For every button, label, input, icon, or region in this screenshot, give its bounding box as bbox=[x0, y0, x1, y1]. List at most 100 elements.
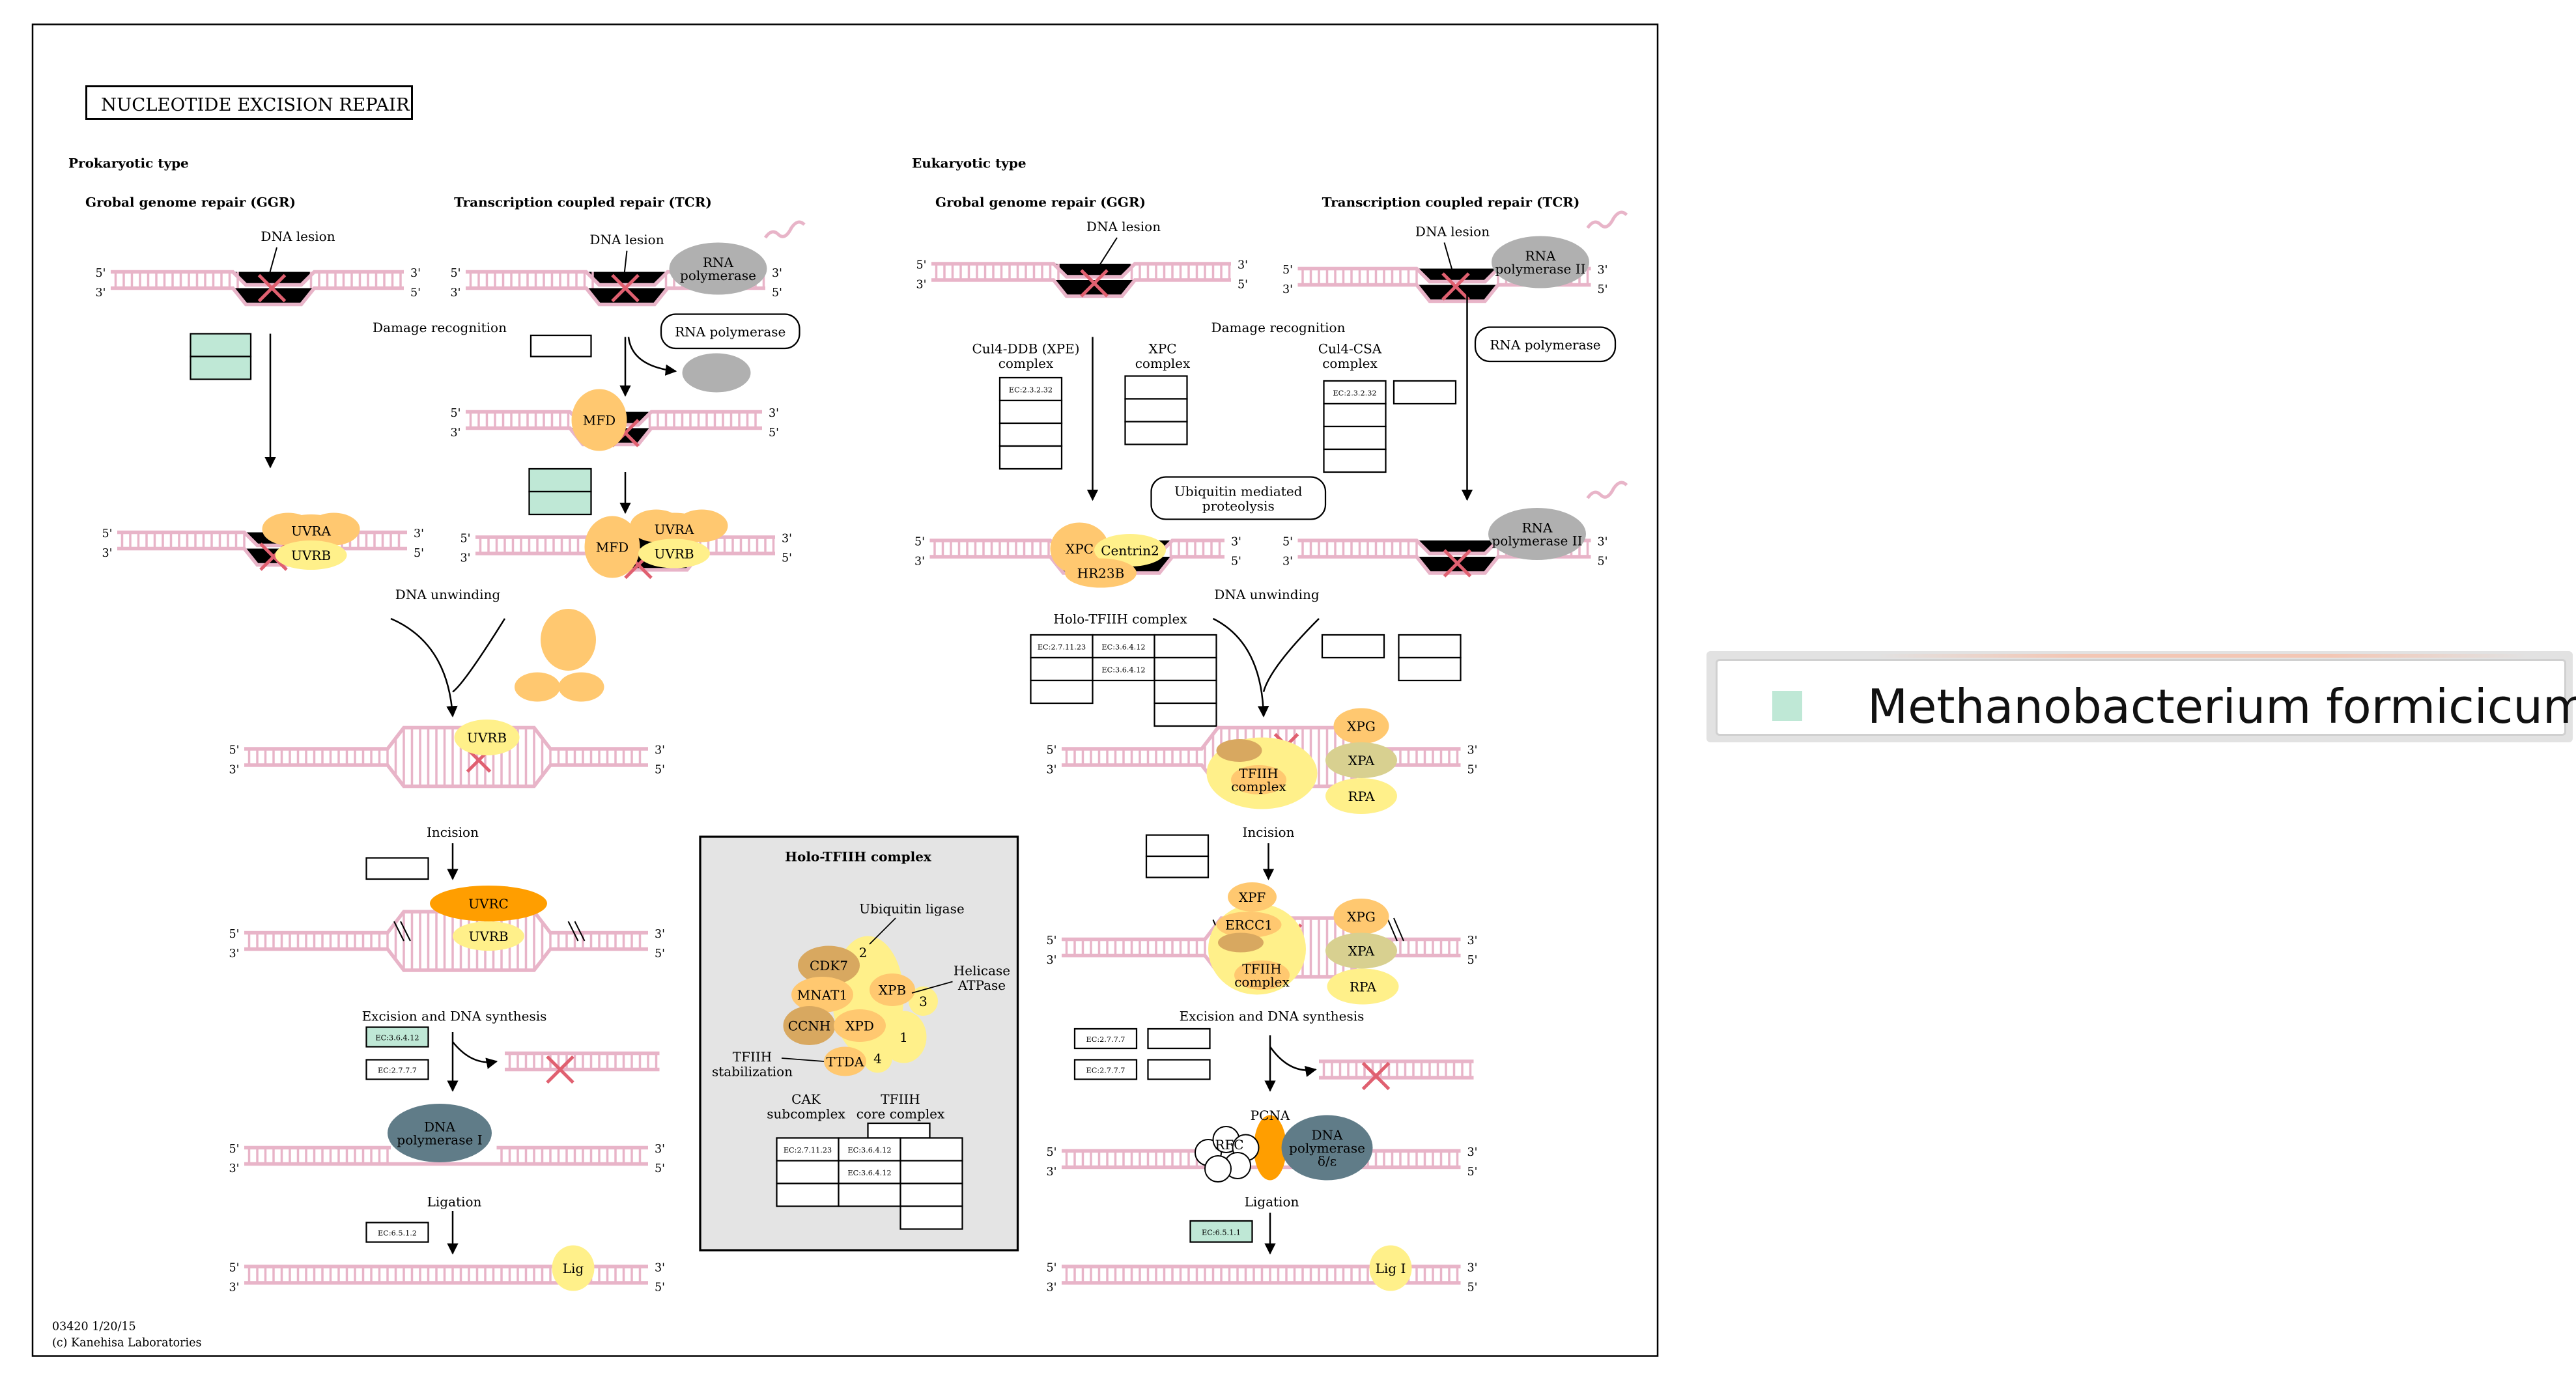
gene-box-rpa[interactable] bbox=[1398, 656, 1462, 682]
protein-pcna-ring[interactable] bbox=[1254, 1115, 1286, 1181]
protein-tfiih-inner-2[interactable] bbox=[1234, 960, 1290, 990]
gene-box-ddb[interactable] bbox=[998, 445, 1063, 470]
gene-box-inset[interactable] bbox=[899, 1205, 963, 1230]
dna-lesion-label-euk-tcr: DNA lesion bbox=[1415, 224, 1490, 240]
protein-rna-polymerase-released[interactable] bbox=[682, 353, 751, 393]
gene-box-xpa[interactable] bbox=[1321, 634, 1385, 659]
gene-box-inset[interactable] bbox=[899, 1160, 963, 1184]
protein-xpa-2[interactable] bbox=[1325, 932, 1397, 969]
gene-box-ec-6512[interactable] bbox=[365, 1222, 429, 1243]
gene-box-ec-2777-b[interactable] bbox=[1073, 1059, 1138, 1080]
protein-centrin2[interactable] bbox=[1094, 534, 1166, 567]
protein-released-a[interactable] bbox=[515, 672, 560, 702]
gene-box-inset[interactable] bbox=[838, 1137, 901, 1162]
protein-uvrc[interactable] bbox=[430, 886, 547, 921]
gene-box-ddb[interactable] bbox=[998, 422, 1063, 447]
gene-box-tfiih[interactable] bbox=[1030, 656, 1094, 682]
protein-uvrb-tcr[interactable] bbox=[638, 539, 710, 568]
protein-rna-polymerase-ii[interactable] bbox=[1492, 236, 1589, 288]
gene-box-csa[interactable] bbox=[1323, 425, 1387, 451]
protein-uvrb-tcr-label: UVRB bbox=[654, 546, 694, 562]
gene-box-ec-6511[interactable] bbox=[1189, 1220, 1253, 1243]
protein-xpg-2[interactable] bbox=[1333, 899, 1389, 934]
protein-dna-polymerase-de[interactable] bbox=[1281, 1115, 1373, 1181]
gene-box-inset[interactable] bbox=[838, 1183, 901, 1207]
protein-tfiih-3[interactable] bbox=[909, 987, 938, 1016]
five-prime-label: 5' bbox=[1598, 555, 1608, 568]
gene-box-csb[interactable] bbox=[1393, 380, 1457, 405]
gene-box-ec-2777[interactable] bbox=[365, 1059, 429, 1080]
gene-box-uvrb[interactable] bbox=[190, 356, 252, 380]
protein-xpa[interactable] bbox=[1325, 742, 1397, 778]
protein-ercc1[interactable] bbox=[1216, 912, 1282, 938]
gene-box-uvrb-tcr[interactable] bbox=[528, 490, 592, 516]
gene-box-ec-2777-a[interactable] bbox=[1073, 1028, 1138, 1050]
five-prime-label: 5' bbox=[1467, 764, 1478, 777]
gene-box-inset[interactable] bbox=[899, 1137, 963, 1162]
gene-box-xpc[interactable] bbox=[1124, 421, 1188, 445]
protein-uvrb[interactable] bbox=[275, 540, 347, 570]
protein-released-uvra[interactable] bbox=[541, 609, 596, 671]
protein-cak-2[interactable] bbox=[1218, 932, 1264, 953]
protein-ttda[interactable] bbox=[824, 1046, 866, 1076]
protein-tfiih-1[interactable] bbox=[881, 1011, 927, 1063]
protein-rfc-subunit[interactable] bbox=[1204, 1155, 1232, 1183]
protein-uvrb-2[interactable] bbox=[454, 720, 520, 755]
protein-released-b[interactable] bbox=[558, 672, 604, 702]
gene-box-tfiih[interactable] bbox=[1030, 634, 1094, 659]
gene-box-ercc1[interactable] bbox=[1145, 855, 1210, 878]
dna-lesion-mark bbox=[1443, 549, 1472, 578]
protein-xpb[interactable] bbox=[870, 973, 915, 1006]
protein-cak-1[interactable] bbox=[1216, 739, 1262, 762]
gene-box-inset[interactable] bbox=[776, 1183, 840, 1207]
gene-box-inset-top[interactable] bbox=[867, 1122, 931, 1139]
gene-box-tfiih[interactable] bbox=[1092, 656, 1155, 682]
gene-box-inset[interactable] bbox=[899, 1183, 963, 1207]
five-prime-label: 5' bbox=[1047, 1146, 1057, 1159]
protein-rpa-2[interactable] bbox=[1327, 968, 1399, 1005]
gene-box-rpa[interactable] bbox=[1398, 634, 1462, 659]
gene-box-ddb[interactable] bbox=[998, 399, 1063, 425]
gene-box-tfiih[interactable] bbox=[1154, 656, 1217, 682]
gene-box-ec-36412[interactable] bbox=[365, 1026, 429, 1048]
protein-uvrb-3[interactable] bbox=[453, 921, 524, 951]
gene-box-uvra-tcr[interactable] bbox=[528, 468, 592, 493]
protein-rna-polymerase[interactable] bbox=[669, 242, 767, 295]
protein-xpf[interactable] bbox=[1228, 882, 1277, 912]
gene-box-inset[interactable] bbox=[776, 1160, 840, 1184]
protein-lig[interactable] bbox=[552, 1245, 595, 1291]
protein-mfd-2[interactable] bbox=[584, 516, 640, 578]
protein-rpa[interactable] bbox=[1325, 778, 1397, 814]
protein-rna-polymerase-ii-2[interactable] bbox=[1488, 508, 1586, 560]
gene-box-ddb[interactable] bbox=[998, 376, 1063, 402]
protein-mfd[interactable] bbox=[571, 389, 627, 451]
gene-box-xpf[interactable] bbox=[1145, 834, 1210, 858]
protein-mnat1[interactable] bbox=[791, 977, 853, 1013]
gene-box-tfiih[interactable] bbox=[1154, 702, 1217, 727]
protein-tfiih-inner[interactable] bbox=[1231, 765, 1286, 794]
gene-box-tfiih[interactable] bbox=[1092, 634, 1155, 659]
protein-ccnh[interactable] bbox=[783, 1006, 836, 1045]
gene-box-csa[interactable] bbox=[1323, 448, 1387, 473]
protein-uvra[interactable] bbox=[275, 514, 347, 547]
protein-uvra-tcr[interactable] bbox=[638, 512, 710, 546]
protein-tfiih-4[interactable] bbox=[863, 1043, 892, 1073]
gene-box-xpc[interactable] bbox=[1124, 398, 1188, 423]
gene-box-tfiih[interactable] bbox=[1030, 679, 1094, 705]
gene-box-xpc[interactable] bbox=[1124, 375, 1188, 400]
protein-lig-i[interactable] bbox=[1369, 1245, 1412, 1291]
protein-xpg[interactable] bbox=[1333, 708, 1389, 744]
protein-dna-polymerase-i[interactable] bbox=[388, 1104, 492, 1162]
gene-box-uvrc[interactable] bbox=[365, 857, 429, 880]
gene-box-mfd[interactable] bbox=[530, 334, 592, 357]
gene-box-pold[interactable] bbox=[1147, 1028, 1211, 1050]
gene-box-pole[interactable] bbox=[1147, 1059, 1211, 1080]
legend-item[interactable]: Methanobacterium formicicum bbox=[1716, 659, 2576, 736]
gene-box-tfiih[interactable] bbox=[1154, 634, 1217, 659]
protein-hr23b[interactable] bbox=[1065, 558, 1137, 588]
protein-xpd[interactable] bbox=[834, 1009, 886, 1042]
gene-box-uvra[interactable] bbox=[190, 333, 252, 357]
gene-box-tfiih[interactable] bbox=[1154, 679, 1217, 705]
gene-box-csa[interactable] bbox=[1323, 402, 1387, 428]
protein-cdk7[interactable] bbox=[798, 945, 860, 985]
